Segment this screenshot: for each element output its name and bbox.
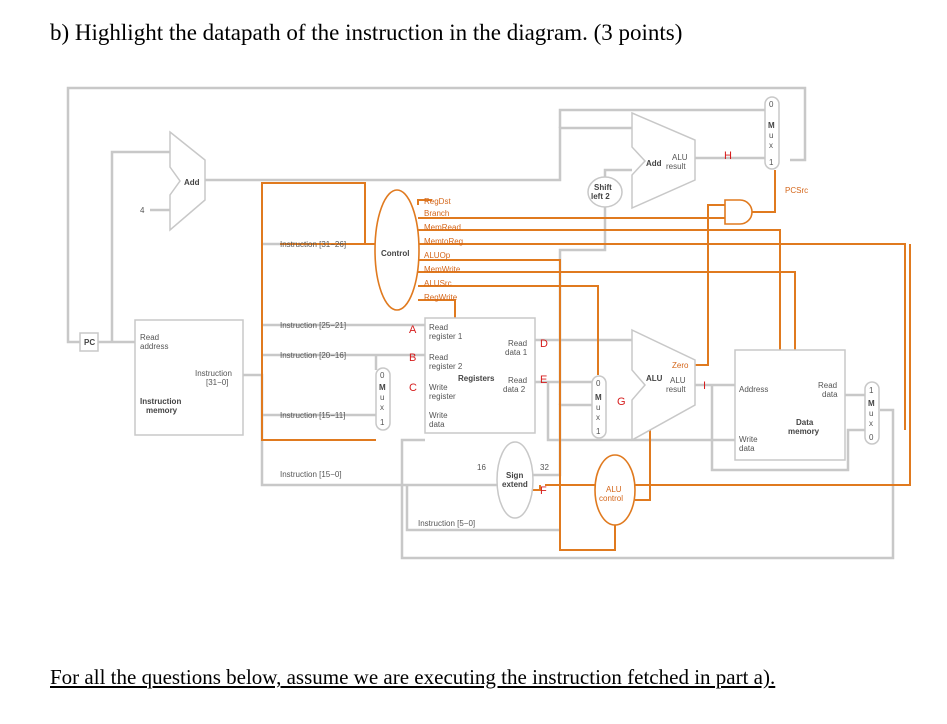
annotation-markers: A B C D E F G H I	[409, 150, 732, 497]
shift-left-label: Shift left 2	[591, 183, 614, 201]
imem-read-address-label: Read address	[140, 333, 168, 351]
marker-c: C	[409, 382, 417, 394]
marker-g: G	[617, 396, 626, 408]
alusrc-mux	[591, 375, 607, 439]
memtoreg-mux-u: u	[869, 409, 873, 418]
regdst-mux-1: 1	[380, 418, 385, 427]
signal-memwrite: MemWrite	[424, 265, 461, 274]
signal-alusrc: ALUSrc	[424, 279, 452, 288]
alusrc-mux-x: x	[596, 413, 600, 422]
instr-op-label: Instruction [31−26]	[280, 240, 346, 249]
regdst-mux-x: x	[380, 403, 384, 412]
signal-regdst: RegDst	[424, 197, 451, 206]
memtoreg-mux-m: M	[868, 399, 875, 408]
dmem-read-data-label: Read data	[818, 381, 839, 399]
alu-control-unit	[594, 454, 636, 526]
sign-in-width: 16	[477, 463, 486, 472]
marker-e: E	[540, 374, 547, 386]
control-unit	[374, 189, 420, 311]
memtoreg-mux-0: 0	[869, 433, 874, 442]
constant-four-label: 4	[140, 206, 145, 215]
signal-regwrite: RegWrite	[424, 293, 458, 302]
signal-branch: Branch	[424, 209, 449, 218]
regdst-mux-0: 0	[380, 371, 385, 380]
signal-aluop: ALUOp	[424, 251, 451, 260]
reg-write-data: Write data	[429, 411, 450, 429]
instr-rs-label: Instruction [25−21]	[280, 321, 346, 330]
imem-instruction-label: Instruction [31−0]	[195, 369, 234, 387]
marker-f: F	[540, 485, 547, 497]
reg-read-data2: Read data 2	[503, 376, 529, 394]
alu-result-label: ALU result	[666, 376, 688, 394]
branch-and-gate	[724, 199, 753, 225]
marker-d: D	[540, 338, 548, 350]
marker-i: I	[703, 380, 706, 392]
pc-adder-label: Add	[184, 178, 200, 187]
shift-left-unit	[587, 176, 623, 208]
registers-name: Registers	[458, 374, 495, 383]
reg-read-reg1: Read register 1	[429, 323, 463, 341]
pcsrc-mux	[764, 96, 780, 170]
pcsrc-mux-u: u	[769, 131, 773, 140]
regdst-mux-m: M	[379, 383, 386, 392]
alusrc-mux-1: 1	[596, 427, 601, 436]
dmem-name-label: Data memory	[788, 418, 820, 436]
alu-zero-label: Zero	[672, 361, 689, 370]
imem-name-label: Instruction memory	[140, 397, 184, 415]
memtoreg-mux-1: 1	[869, 386, 874, 395]
data-memory	[734, 349, 846, 461]
memtoreg-mux	[864, 381, 880, 445]
footer-note: For all the questions below, assume we a…	[50, 665, 776, 689]
alu-label: ALU	[646, 374, 663, 383]
dmem-write-data-label: Write data	[739, 435, 760, 453]
pcsrc-mux-x: x	[769, 141, 773, 150]
control-signal-labels: RegDst Branch MemRead MemtoReg ALUOp Mem…	[424, 197, 463, 302]
regdst-mux	[375, 367, 391, 431]
marker-h: H	[724, 150, 732, 162]
dmem-address-label: Address	[739, 385, 768, 394]
instruction-memory	[134, 319, 244, 436]
sign-extend-unit	[496, 441, 534, 519]
signal-memtoreg: MemtoReg	[424, 237, 463, 246]
instr-funct-label: Instruction [5−0]	[418, 519, 475, 528]
regdst-mux-u: u	[380, 393, 384, 402]
branch-adder-result-label: ALU result	[666, 153, 690, 171]
pcsrc-mux-1: 1	[769, 158, 774, 167]
reg-read-data1: Read data 1	[505, 339, 529, 357]
question-heading: b) Highlight the datapath of the instruc…	[50, 20, 683, 45]
instr-imm-label: Instruction [15−0]	[280, 470, 342, 479]
register-file	[424, 317, 536, 434]
sign-out-width: 32	[540, 463, 549, 472]
signal-memread: MemRead	[424, 223, 461, 232]
pcsrc-mux-0: 0	[769, 100, 774, 109]
pc-label: PC	[84, 338, 95, 347]
sign-extend-label: Sign extend	[502, 471, 528, 489]
marker-a: A	[409, 324, 417, 336]
pc-register	[79, 332, 99, 352]
branch-adder-label: Add	[646, 159, 662, 168]
reg-read-reg2: Read register 2	[429, 353, 463, 371]
alu-control-label: ALU control	[599, 485, 624, 503]
pc-adder	[169, 130, 206, 232]
marker-b: B	[409, 352, 416, 364]
pcsrc-mux-m: M	[768, 121, 775, 130]
control-label: Control	[381, 249, 409, 258]
reg-write-reg: Write register	[429, 383, 456, 401]
gray-wires	[66, 86, 895, 560]
alusrc-mux-u: u	[596, 403, 600, 412]
instr-rt-label: Instruction [20−16]	[280, 351, 346, 360]
branch-adder	[631, 111, 696, 210]
memtoreg-mux-x: x	[869, 419, 873, 428]
instr-rd-label: Instruction [15−11]	[280, 411, 345, 420]
pcsrc-label: PCSrc	[785, 186, 808, 195]
main-alu	[631, 328, 696, 442]
alusrc-mux-0: 0	[596, 379, 601, 388]
alusrc-mux-m: M	[595, 393, 602, 402]
